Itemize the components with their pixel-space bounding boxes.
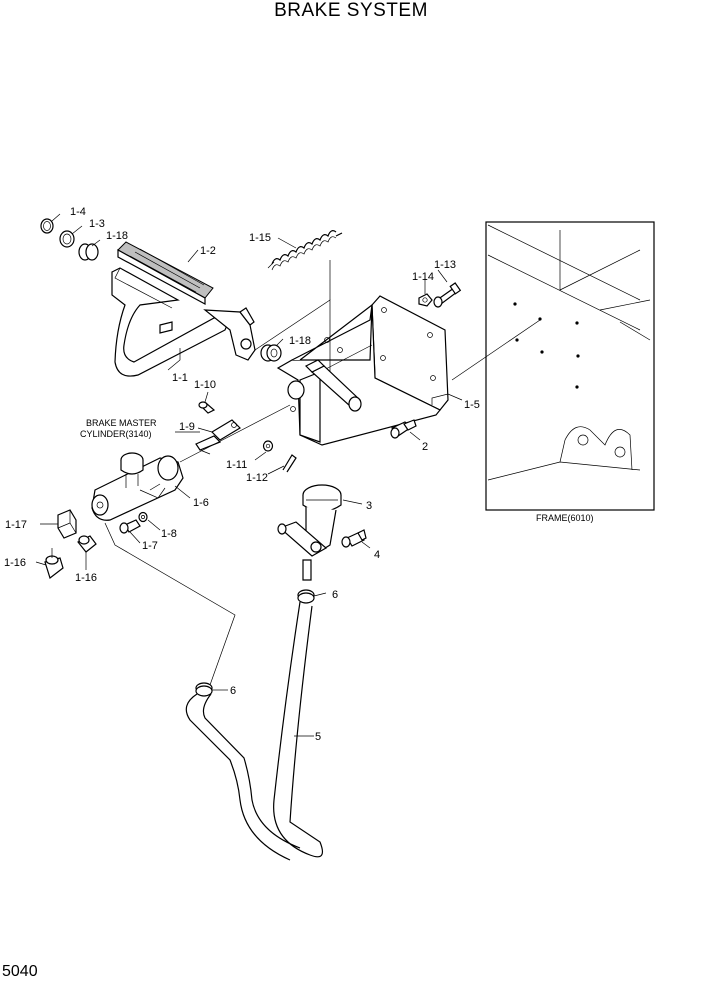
washer-1-3 <box>59 230 75 248</box>
note-master-cylinder-line2: CYLINDER(3140) <box>80 429 152 439</box>
callout-1-8: 1-8 <box>161 528 177 540</box>
fitting-1-17 <box>57 509 77 539</box>
callout-1-2: 1-2 <box>200 245 216 257</box>
pedal-pad-1-2 <box>117 241 214 306</box>
callout-1-9: 1-9 <box>179 421 195 433</box>
nut-1-14 <box>418 293 433 307</box>
callout-5: 5 <box>315 731 321 743</box>
washer-1-8 <box>138 511 148 523</box>
master-cylinder-1-6 <box>91 452 184 521</box>
fitting-1-16a <box>44 548 64 580</box>
pedal-arm-1-1 <box>111 267 256 377</box>
callout-2: 2 <box>422 441 428 453</box>
callout-1-18b: 1-18 <box>289 335 311 347</box>
callout-6b: 6 <box>230 685 236 697</box>
bolt-2 <box>390 419 417 439</box>
callout-4: 4 <box>374 549 380 561</box>
clevis-1-9 <box>195 419 241 455</box>
callout-1-15: 1-15 <box>249 232 271 244</box>
callout-1-7: 1-7 <box>142 540 158 552</box>
callout-1-1: 1-1 <box>172 372 188 384</box>
callout-1-16a: 1-16 <box>4 557 26 569</box>
fitting-1-16b <box>77 535 97 553</box>
reservoir-3 <box>277 484 342 581</box>
page-title: BRAKE SYSTEM <box>274 0 428 21</box>
bushing-1-18b <box>260 344 282 362</box>
callout-1-4: 1-4 <box>70 206 86 218</box>
bracket-1-5 <box>276 295 449 446</box>
clamp-6b <box>195 682 213 697</box>
callout-1-16b: 1-16 <box>75 572 97 584</box>
callout-1-10: 1-10 <box>194 379 216 391</box>
hose-5 <box>185 601 323 861</box>
callout-1-18a: 1-18 <box>106 230 128 242</box>
return-spring-1-15 <box>267 230 343 271</box>
callout-1-6: 1-6 <box>193 497 209 509</box>
snap-ring-1-4 <box>40 218 54 234</box>
callout-1-12: 1-12 <box>246 472 268 484</box>
callout-1-17: 1-17 <box>5 519 27 531</box>
cotter-pin-1-12 <box>282 454 297 473</box>
callout-3: 3 <box>366 500 372 512</box>
callout-1-13: 1-13 <box>434 259 456 271</box>
callout-1-5: 1-5 <box>464 399 480 411</box>
pin-1-10 <box>198 401 216 414</box>
callout-1-14: 1-14 <box>412 271 434 283</box>
callout-1-3: 1-3 <box>89 218 105 230</box>
callout-6a: 6 <box>332 589 338 601</box>
note-frame: FRAME(6010) <box>536 513 594 523</box>
page-number: 5040 <box>2 963 38 980</box>
bushing-1-18a <box>78 243 99 261</box>
bolt-1-13 <box>433 282 462 308</box>
fitting-4 <box>341 529 367 548</box>
callout-1-11: 1-11 <box>226 459 247 471</box>
note-master-cylinder-line1: BRAKE MASTER <box>86 418 157 428</box>
leader-lines <box>35 213 541 737</box>
bolt-1-7 <box>119 519 141 534</box>
washer-1-11 <box>262 440 274 452</box>
frame-inset <box>485 221 655 511</box>
clamp-6a <box>297 589 315 604</box>
